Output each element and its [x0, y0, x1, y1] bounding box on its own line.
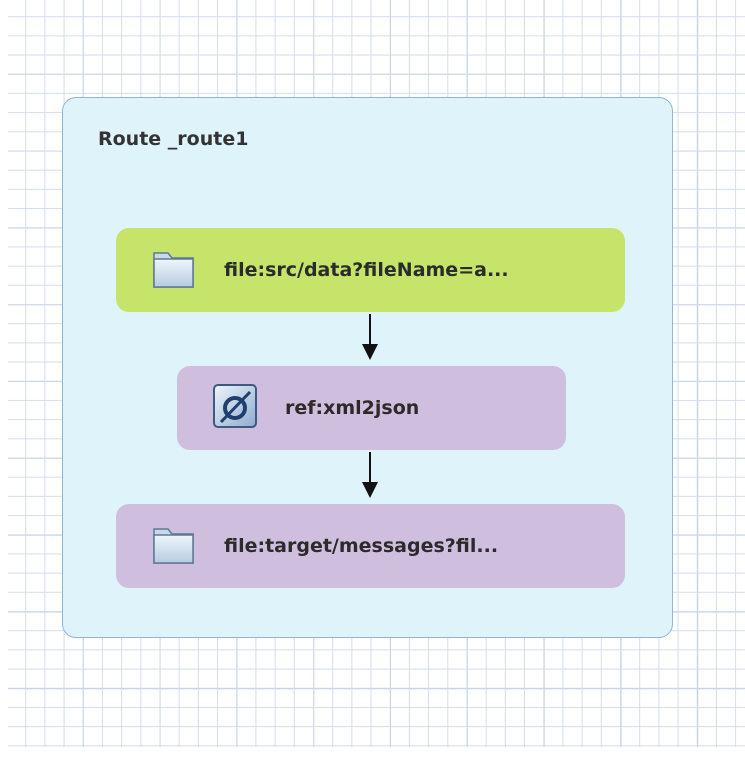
folder-icon	[151, 245, 197, 295]
node-file-target[interactable]: file:target/messages?fil...	[116, 504, 625, 588]
node-processor-ref[interactable]: ref:xml2json	[177, 366, 566, 450]
node-label: file:src/data?fileName=a...	[224, 259, 509, 281]
processor-ref-icon	[212, 383, 258, 433]
node-label: file:target/messages?fil...	[224, 535, 499, 557]
connector-1	[362, 314, 378, 360]
folder-icon	[151, 521, 197, 571]
connectors	[362, 314, 378, 498]
route-container[interactable]: Route _route1	[62, 97, 673, 638]
node-label: ref:xml2json	[285, 397, 420, 419]
connector-2	[362, 452, 378, 498]
node-file-source[interactable]: file:src/data?fileName=a...	[116, 228, 625, 312]
route-title: Route _route1	[98, 128, 249, 150]
